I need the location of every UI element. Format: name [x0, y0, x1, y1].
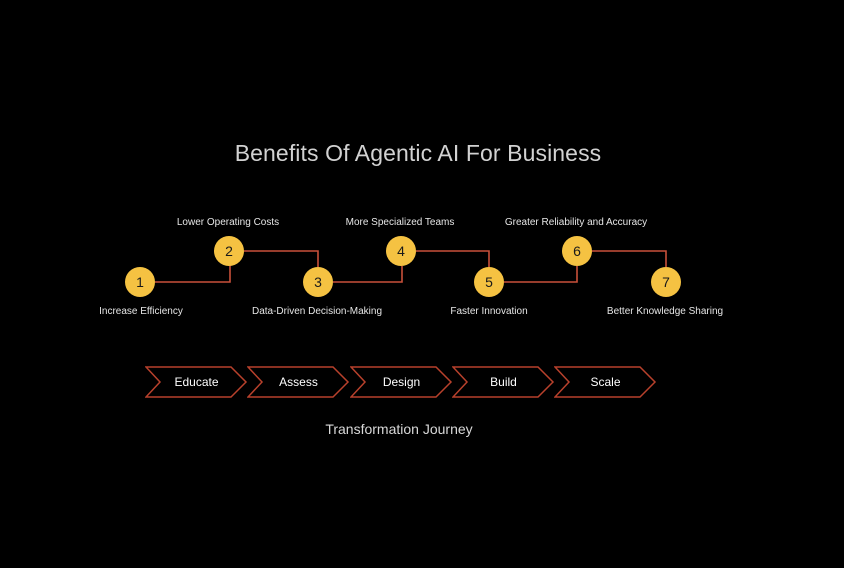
- chevron-shape: [247, 366, 350, 398]
- phase-assess: Assess: [247, 366, 350, 398]
- chevron-shape: [452, 366, 555, 398]
- connector-3-4: [333, 266, 403, 283]
- phase-build: Build: [452, 366, 555, 398]
- phase-label: Design: [382, 375, 421, 389]
- phase-label: Educate: [174, 375, 219, 389]
- benefit-label-6: Greater Reliability and Accuracy: [504, 217, 648, 228]
- phase-label: Scale: [590, 375, 621, 389]
- phase-label: Assess: [279, 375, 318, 389]
- chevron-shape: [350, 366, 453, 398]
- phase-educate: Educate: [145, 366, 248, 398]
- connector-6-7: [592, 250, 667, 267]
- benefit-node-3: 3: [303, 267, 333, 297]
- benefit-node-5: 5: [474, 267, 504, 297]
- connector-5-6: [504, 266, 578, 283]
- benefit-node-4: 4: [386, 236, 416, 266]
- benefit-label-4: More Specialized Teams: [345, 217, 455, 228]
- benefit-label-7: Better Knowledge Sharing: [606, 306, 724, 317]
- benefit-node-7: 7: [651, 267, 681, 297]
- chevron-shape: [554, 366, 657, 398]
- journey-caption: Transformation Journey: [325, 421, 473, 437]
- benefit-node-2: 2: [214, 236, 244, 266]
- benefit-label-1: Increase Efficiency: [99, 306, 183, 317]
- benefit-node-6: 6: [562, 236, 592, 266]
- phase-design: Design: [350, 366, 453, 398]
- benefit-label-3: Data-Driven Decision-Making: [251, 306, 383, 317]
- chevron-shape: [145, 366, 248, 398]
- benefit-node-1: 1: [125, 267, 155, 297]
- diagram-title: Benefits Of Agentic AI For Business: [234, 140, 602, 166]
- phase-scale: Scale: [554, 366, 657, 398]
- phase-label: Build: [490, 375, 517, 389]
- connector-4-5: [416, 250, 490, 267]
- benefit-label-5: Faster Innovation: [450, 306, 528, 317]
- benefit-label-2: Lower Operating Costs: [176, 217, 280, 228]
- connector-2-3: [244, 250, 319, 267]
